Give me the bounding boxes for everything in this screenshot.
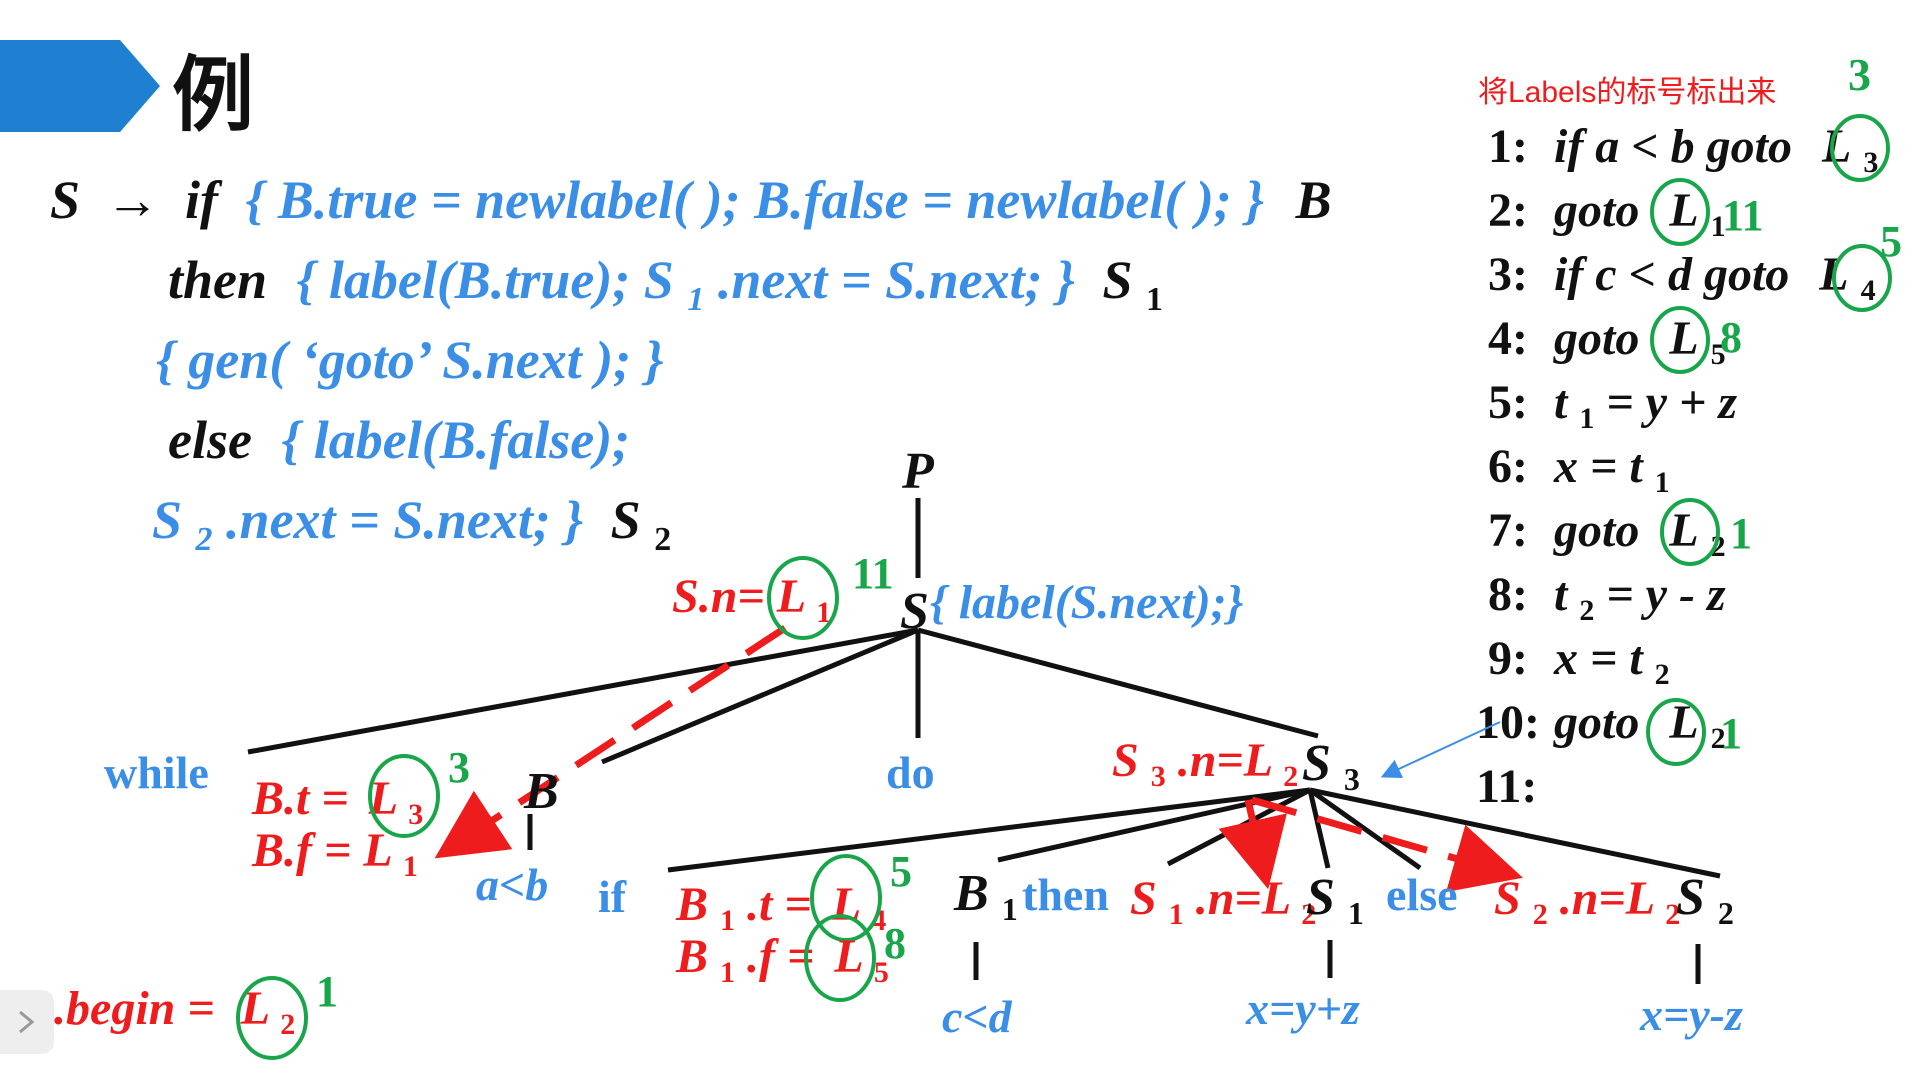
tree-b-true-attr: B.t = L 3 xyxy=(251,772,423,831)
slide-nav-corner[interactable] xyxy=(0,990,54,1054)
tree-while: while xyxy=(104,747,209,798)
code-line-9: 9: x = t 2 xyxy=(1488,632,1670,691)
tree-b1-true-attr: B 1 .t = L 4 xyxy=(675,878,886,941)
label-circle-begin xyxy=(236,976,308,1060)
code-line-3: 3: if c < d goto L 4 xyxy=(1488,248,1876,307)
tree-s1-stmt: x=y+z xyxy=(1245,983,1360,1034)
tree-b-true-mark: 3 xyxy=(448,743,470,792)
code-mark-line-7: 1 xyxy=(1730,509,1752,558)
title-banner xyxy=(0,40,160,132)
production-line-3: { gen( ‘goto’ S.next ); } xyxy=(156,330,664,390)
code-line-11: 11: xyxy=(1476,760,1537,813)
label-circle-b-true xyxy=(368,754,440,838)
tree-b-false-attr: B.f = L 1 xyxy=(251,824,418,883)
label-circle-line-10 xyxy=(1646,698,1706,766)
code-line-6: 6: x = t 1 xyxy=(1488,440,1670,499)
code-line-5: 5: t 1 = y + z xyxy=(1488,376,1737,439)
code-line-4: 4: goto L 5 xyxy=(1488,312,1726,371)
code-mark-line-2: 11 xyxy=(1722,191,1764,240)
tree-else: else xyxy=(1386,869,1458,920)
tree-do: do xyxy=(886,747,935,798)
production-line-1: S → if { B.true = newlabel( ); B.false =… xyxy=(50,170,1332,230)
tree-s1: S 1 xyxy=(1306,869,1364,931)
code-line-8: 8: t 2 = y - z xyxy=(1488,568,1726,631)
label-circle-b1-true xyxy=(810,854,882,942)
tree-s2-attr: S 2 .n=L 2 xyxy=(1494,872,1680,935)
parse-tree: P S.n= L 1 11 S { label(S.next);} while … xyxy=(21,443,1743,1060)
label-circle-line-3 xyxy=(1832,244,1892,312)
tree-s2-stmt: x=y-z xyxy=(1639,989,1743,1040)
production-rule: S → if { B.true = newlabel( ); B.false =… xyxy=(50,170,1332,562)
tree-s-attr: S.n= L 1 xyxy=(672,570,831,629)
tree-s1-attr: S 1 .n=L 2 xyxy=(1130,872,1316,935)
label-circle-b1-false xyxy=(804,914,876,1002)
tree-s-mark: 11 xyxy=(852,549,894,598)
code-line-2: 2: goto L 1 xyxy=(1488,184,1726,243)
tree-s3: S 3 xyxy=(1302,735,1360,797)
attribute-flow-arrows xyxy=(434,625,1523,893)
label-circle-line-7 xyxy=(1660,498,1720,566)
label-circle-s-attr xyxy=(767,556,839,640)
code-mark-line-3: 5 xyxy=(1880,217,1902,266)
label-circle-line-1 xyxy=(1830,114,1890,182)
arrow-s3-to-s2 xyxy=(1251,796,1523,893)
tree-root: P xyxy=(901,443,935,500)
production-line-4: else { label(B.false); xyxy=(168,410,630,470)
tree-b1-true-mark: 5 xyxy=(890,847,912,896)
arrow-s3-to-s1 xyxy=(1218,799,1287,890)
tree-b1-false-attr: B 1 .f = L 5 xyxy=(675,930,889,993)
tree-b1-false-mark: 8 xyxy=(884,919,906,968)
code-line-10: 10: goto L 2 xyxy=(1476,696,1726,755)
tree-b1: B 1 xyxy=(953,865,1018,927)
tree-if: if xyxy=(598,871,627,922)
label-circle-line-2 xyxy=(1650,178,1710,246)
tree-s3-attr: S 3 .n=L 2 xyxy=(1112,734,1298,797)
tree-s-action: { label(S.next);} xyxy=(930,576,1244,629)
tree-b-cond: a<b xyxy=(476,859,548,910)
tree-begin-mark: 1 xyxy=(316,967,338,1016)
slide-title: 例 xyxy=(172,48,254,143)
arrow-s-next-to-b-false xyxy=(434,625,787,859)
code-listing: 1: if a < b goto L 3 2: goto L 1 3: if c… xyxy=(1476,114,1902,813)
arrow-code-to-s3 xyxy=(1380,721,1501,779)
slide-note-number: 3 xyxy=(1848,49,1871,100)
tree-s2: S 2 xyxy=(1676,869,1734,931)
label-circle-line-4 xyxy=(1650,306,1710,374)
code-line-1: 1: if a < b goto L 3 xyxy=(1488,120,1878,179)
code-line-7: 7: goto L 2 xyxy=(1488,504,1726,563)
tree-then: then xyxy=(1022,869,1109,920)
code-mark-line-4: 8 xyxy=(1720,313,1742,362)
tree-b: B xyxy=(523,763,559,820)
tree-s: S xyxy=(900,583,929,640)
tree-b1-cond: c<d xyxy=(942,991,1013,1042)
production-line-2: then { label(B.true); S 1 .next = S.next… xyxy=(168,250,1163,322)
chevron-right-icon xyxy=(19,1010,35,1034)
tree-begin-attr: B.begin = L 2 xyxy=(21,982,295,1041)
code-mark-line-10: 1 xyxy=(1720,709,1742,758)
production-line-5: S 2 .next = S.next; } S 2 xyxy=(152,490,671,562)
slide-note: 将Labels的标号标出来 xyxy=(1478,76,1776,109)
